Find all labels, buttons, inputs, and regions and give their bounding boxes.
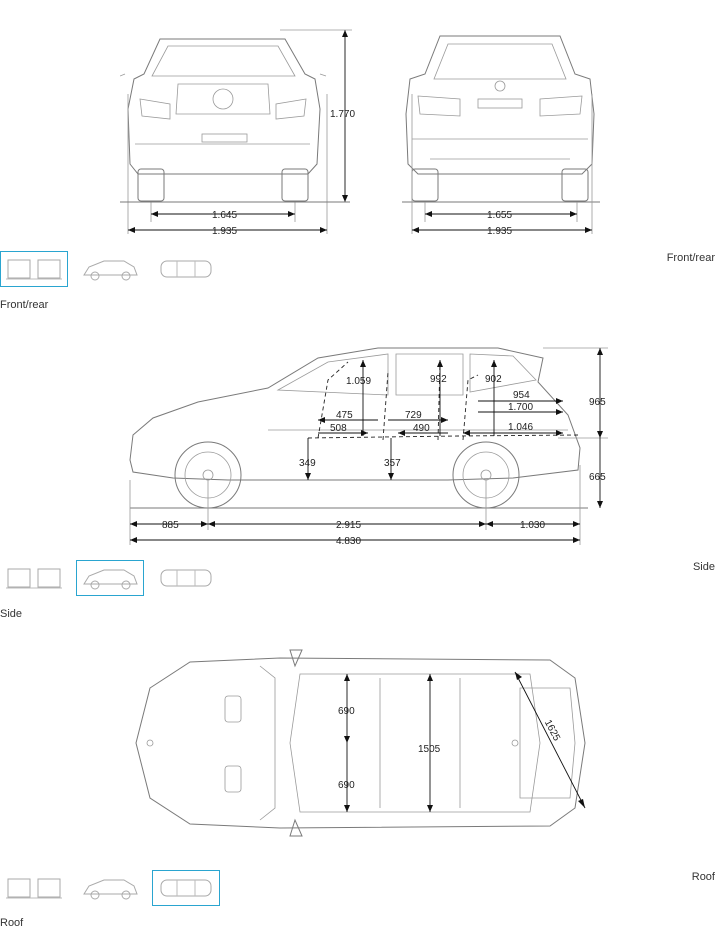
side-729-label: 729 xyxy=(405,410,422,421)
roof-view-label: Roof xyxy=(691,871,715,883)
front-rear-view-label: Front/rear xyxy=(666,252,715,264)
side-dimensions xyxy=(129,347,608,545)
thumbnail-roof[interactable] xyxy=(152,251,220,287)
side-section: 1.059 992 902 954 1.700 1.046 475 508 72… xyxy=(0,330,715,620)
side-view-label: Side xyxy=(692,561,715,573)
front-width-label: 1.935 xyxy=(212,226,237,237)
front-rear-caption: Front/rear xyxy=(0,299,49,311)
side-overhang-front-label: 885 xyxy=(162,520,179,531)
roof-view-car xyxy=(135,649,586,837)
thumbnail-side[interactable] xyxy=(76,560,144,596)
side-965-label: 965 xyxy=(589,397,606,408)
side-954-label: 954 xyxy=(513,390,530,401)
roof-dimensions xyxy=(344,671,586,812)
rear-width-label: 1.935 xyxy=(487,226,512,237)
thumbnail-side[interactable] xyxy=(76,251,144,287)
roof-drawing: 690 690 1505 1625 xyxy=(130,648,600,838)
side-wheelbase-label: 2.915 xyxy=(336,520,361,531)
side-view-car xyxy=(129,347,581,509)
front-track-label: 1.645 xyxy=(212,210,237,221)
side-drawing: 1.059 992 902 954 1.700 1.046 475 508 72… xyxy=(118,340,618,550)
rear-track-label: 1.655 xyxy=(487,210,512,221)
front-rear-section: 1.770 1.645 1.935 xyxy=(0,0,715,311)
side-490-label: 490 xyxy=(413,423,430,434)
roof-inner-length-label: 1505 xyxy=(418,744,441,755)
side-357-label: 357 xyxy=(384,458,401,469)
thumbnail-front-rear[interactable] xyxy=(0,560,68,596)
side-headroom-rear-label: 992 xyxy=(430,374,447,385)
roof-seat-front-label: 690 xyxy=(338,706,355,717)
side-thumbnail-strip xyxy=(0,560,220,596)
side-1046-label: 1.046 xyxy=(508,422,533,433)
side-length-label: 4.830 xyxy=(336,536,361,547)
side-overhang-rear-label: 1.030 xyxy=(520,520,545,531)
roof-section: 690 690 1505 1625 Roof Roof xyxy=(0,640,715,929)
thumbnail-side[interactable] xyxy=(76,870,144,906)
side-349-label: 349 xyxy=(299,458,316,469)
side-1700-label: 1.700 xyxy=(508,402,533,413)
roof-thumbnail-strip xyxy=(0,870,220,906)
side-475-label: 475 xyxy=(336,410,353,421)
thumbnail-roof[interactable] xyxy=(152,560,220,596)
thumbnail-front-rear[interactable] xyxy=(0,251,68,287)
front-rear-drawing: 1.770 1.645 1.935 xyxy=(120,24,610,240)
front-view-car xyxy=(120,38,327,202)
side-caption: Side xyxy=(0,608,23,620)
front-rear-thumbnail-strip xyxy=(0,251,220,287)
thumbnail-roof[interactable] xyxy=(152,870,220,906)
side-headroom-trunk-label: 902 xyxy=(485,374,502,385)
front-height-label: 1.770 xyxy=(330,109,355,120)
roof-caption: Roof xyxy=(0,917,24,929)
front-dimensions xyxy=(120,29,352,234)
rear-dimensions xyxy=(402,94,600,234)
side-508-label: 508 xyxy=(330,423,347,434)
side-headroom-front-label: 1.059 xyxy=(346,376,371,387)
thumbnail-front-rear[interactable] xyxy=(0,870,68,906)
side-665-label: 665 xyxy=(589,472,606,483)
rear-view-car xyxy=(405,35,595,202)
roof-seat-rear-label: 690 xyxy=(338,780,355,791)
